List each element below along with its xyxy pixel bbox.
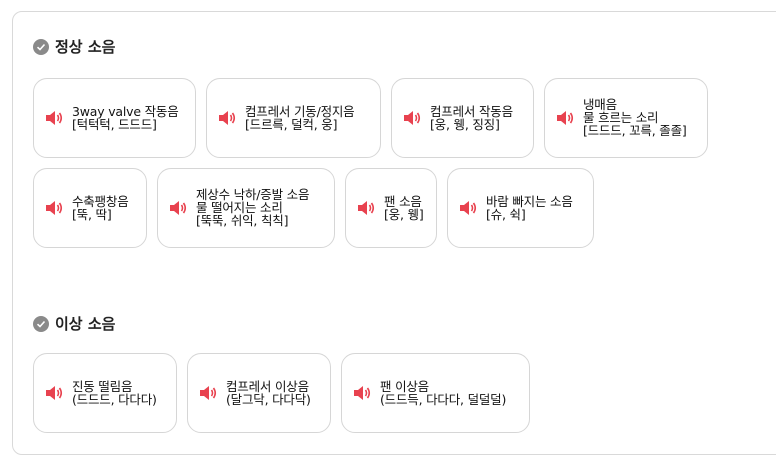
- card-label: 냉매음 물 흐르는 소리 [드드드, 꼬륵, 졸졸]: [583, 97, 687, 138]
- noise-card-compressor-operation[interactable]: 컴프레서 작동음 [웅, 웽, 징징]: [391, 78, 534, 158]
- noise-card-vibration[interactable]: 진동 떨림음 (드드드, 다다다): [33, 353, 177, 433]
- card-label: 진동 떨림음 (드드드, 다다다): [72, 379, 157, 407]
- speaker-icon: [404, 111, 421, 125]
- noise-card-refrigerant[interactable]: 냉매음 물 흐르는 소리 [드드드, 꼬륵, 졸졸]: [544, 78, 708, 158]
- noise-card-fan[interactable]: 팬 소음 [웅, 웽]: [345, 168, 437, 248]
- speaker-icon: [200, 386, 217, 400]
- speaker-icon: [170, 201, 187, 215]
- card-label: 제상수 낙하/증발 소음 물 떨어지는 소리 [뚝뚝, 쉬익, 칙칙]: [196, 187, 310, 228]
- card-label: 팬 소음 [웅, 웽]: [384, 194, 424, 222]
- speaker-icon: [46, 111, 63, 125]
- card-label: 팬 이상음 (드드득, 다다다, 덜덜덜): [380, 379, 507, 407]
- noise-card-defrost-water[interactable]: 제상수 낙하/증발 소음 물 떨어지는 소리 [뚝뚝, 쉬익, 칙칙]: [157, 168, 335, 248]
- section-title: 정상 소음: [55, 38, 116, 56]
- noise-card-compressor-start-stop[interactable]: 컴프레서 기동/정지음 [드르륵, 덜컥, 웅]: [206, 78, 381, 158]
- card-label: 컴프레서 기동/정지음 [드르륵, 덜컥, 웅]: [245, 104, 355, 132]
- noise-card-expansion-contraction[interactable]: 수축팽창음 [뚝, 딱]: [33, 168, 147, 248]
- section-normal-noise-header: 정상 소음: [33, 36, 115, 57]
- card-label: 바람 빠지는 소음 [슈, 쉭]: [486, 194, 573, 222]
- noise-card-compressor-abnormal[interactable]: 컴프레서 이상음 (달그닥, 다다닥): [187, 353, 331, 433]
- noise-card-3way-valve[interactable]: 3way valve 작동음 [턱턱턱, 드드드]: [33, 78, 196, 158]
- check-circle-icon: [33, 38, 49, 55]
- speaker-icon: [354, 386, 371, 400]
- card-label: 수축팽창음 [뚝, 딱]: [72, 194, 129, 222]
- noise-card-air-release[interactable]: 바람 빠지는 소음 [슈, 쉭]: [447, 168, 594, 248]
- section-abnormal-noise-header: 이상 소음: [33, 313, 115, 334]
- speaker-icon: [46, 201, 63, 215]
- speaker-icon: [219, 111, 236, 125]
- check-circle-icon: [33, 315, 49, 332]
- speaker-icon: [460, 201, 477, 215]
- speaker-icon: [46, 386, 63, 400]
- speaker-icon: [557, 111, 574, 125]
- speaker-icon: [358, 201, 375, 215]
- card-label: 컴프레서 이상음 (달그닥, 다다닥): [226, 379, 311, 407]
- card-label: 3way valve 작동음 [턱턱턱, 드드드]: [72, 104, 179, 132]
- section-title: 이상 소음: [55, 315, 116, 333]
- card-label: 컴프레서 작동음 [웅, 웽, 징징]: [430, 104, 513, 132]
- noise-card-fan-abnormal[interactable]: 팬 이상음 (드드득, 다다다, 덜덜덜): [341, 353, 530, 433]
